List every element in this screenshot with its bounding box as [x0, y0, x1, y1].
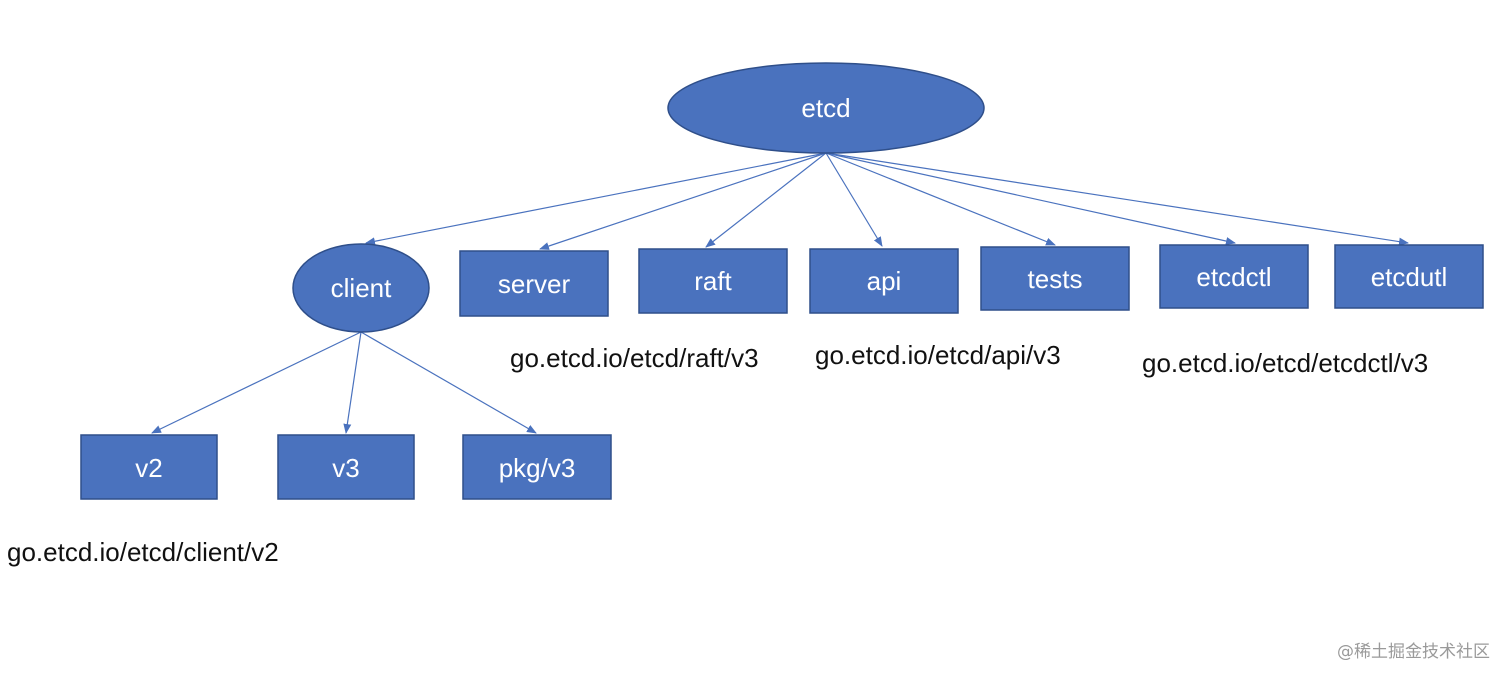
node-v2-label: v2 [135, 453, 162, 483]
edge-etcd-api [825, 152, 883, 247]
edge-etcd-client [365, 152, 827, 246]
node-etcdutl: etcdutl [1334, 244, 1484, 309]
node-client-label: client [331, 273, 392, 303]
edges-from-etcd [365, 152, 1409, 250]
edge-client-v2 [151, 331, 362, 434]
node-server-label: server [498, 269, 571, 299]
node-v3-label: v3 [332, 453, 359, 483]
node-etcd-label: etcd [801, 93, 850, 123]
watermark: @稀土掘金技术社区 [1337, 642, 1490, 662]
node-etcdctl-label: etcdctl [1196, 262, 1271, 292]
edges-from-client [151, 331, 537, 434]
node-v3: v3 [277, 434, 415, 500]
edge-client-pkg-v3 [360, 331, 537, 434]
node-etcd: etcd [667, 62, 985, 154]
node-etcdutl-label: etcdutl [1371, 262, 1448, 292]
node-etcdctl: etcdctl [1159, 244, 1309, 309]
node-raft: raft [638, 248, 788, 314]
node-server: server [459, 250, 609, 317]
node-pkg-v3-label: pkg/v3 [499, 453, 576, 483]
edge-etcd-tests [825, 152, 1056, 246]
edge-etcd-etcdutl [825, 152, 1409, 246]
node-pkg-v3: pkg/v3 [462, 434, 612, 500]
module-path-api: go.etcd.io/etcd/api/v3 [815, 340, 1061, 370]
edge-etcd-raft [705, 152, 827, 248]
edge-etcd-server [539, 152, 827, 250]
module-path-client-v2: go.etcd.io/etcd/client/v2 [7, 537, 279, 567]
node-raft-label: raft [694, 266, 732, 296]
node-tests: tests [980, 246, 1130, 311]
module-path-etcdctl: go.etcd.io/etcd/etcdctl/v3 [1142, 348, 1428, 378]
node-client: client [292, 243, 430, 333]
node-tests-label: tests [1028, 264, 1083, 294]
node-v2: v2 [80, 434, 218, 500]
node-api: api [809, 248, 959, 314]
module-path-raft: go.etcd.io/etcd/raft/v3 [510, 343, 759, 373]
node-api-label: api [867, 266, 902, 296]
edge-etcd-etcdctl [825, 152, 1236, 245]
edge-client-v3 [343, 331, 362, 434]
